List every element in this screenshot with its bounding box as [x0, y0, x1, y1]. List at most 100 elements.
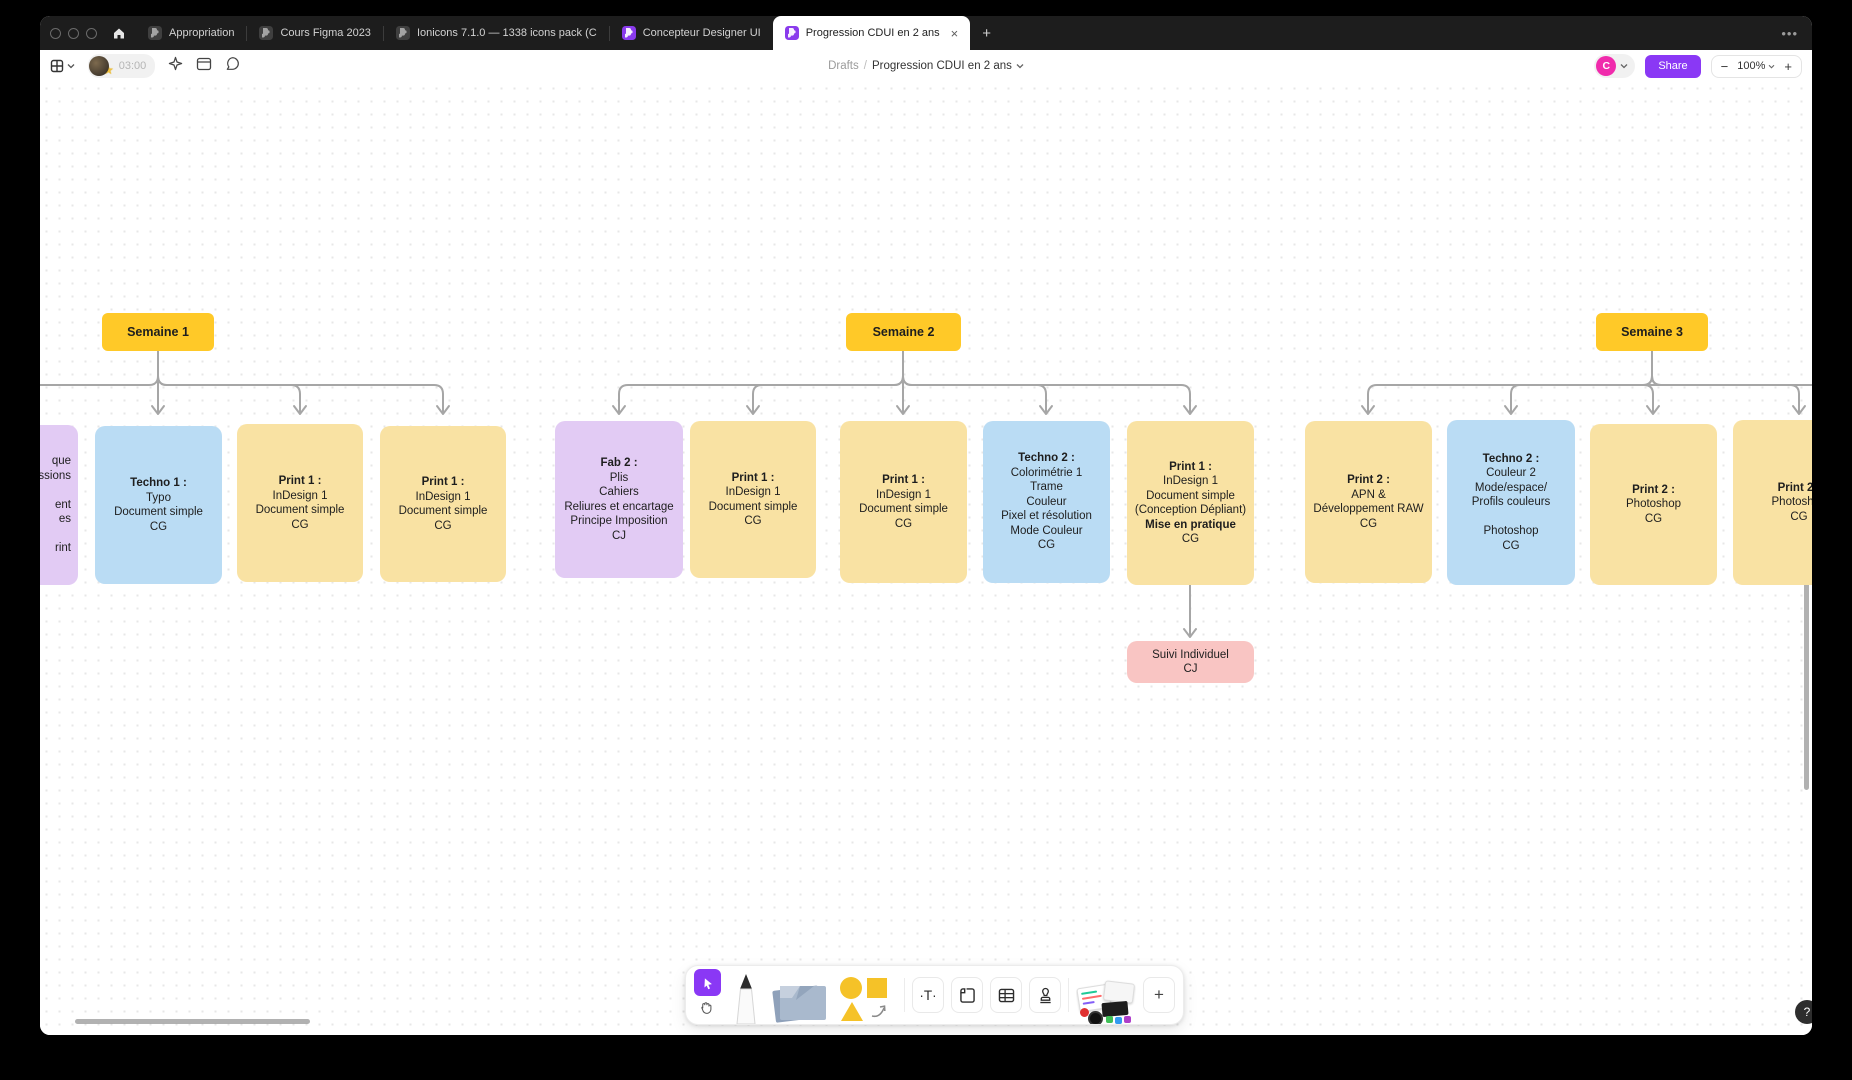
- home-icon[interactable]: [112, 26, 126, 40]
- toolbar-divider: [1068, 978, 1069, 1012]
- week-header[interactable]: Semaine 2: [846, 313, 961, 351]
- card-line: Mode Couleur: [1010, 524, 1083, 537]
- tab-overflow-menu[interactable]: •••: [1781, 25, 1798, 41]
- browser-tab-bar: Appropriation Cours Figma 2023 Ionicons 7.…: [40, 16, 1812, 50]
- card-line: CG: [434, 519, 452, 532]
- sticker-dot: [1106, 1016, 1113, 1023]
- tab-close-button[interactable]: ×: [950, 25, 959, 41]
- timer-widget[interactable]: ★ 03:00: [88, 54, 156, 78]
- chevron-down-icon: [1620, 64, 1628, 69]
- frame-icon[interactable]: [196, 57, 212, 76]
- breadcrumb-folder[interactable]: Drafts: [828, 60, 859, 72]
- card-line: Print 1 :: [421, 476, 465, 488]
- browser-tab[interactable]: Progression CDUI en 2 ans×: [772, 16, 971, 50]
- text-tool[interactable]: ·T·: [912, 977, 944, 1013]
- card-line: ent: [55, 498, 71, 511]
- card-line: Print 2 :: [1777, 481, 1812, 494]
- main-menu-button[interactable]: [50, 59, 75, 73]
- card-line: CG: [1037, 539, 1056, 552]
- card-line: Document simple: [859, 503, 948, 515]
- chevron-down-icon: [67, 64, 75, 69]
- zoom-out-button[interactable]: −: [1720, 58, 1729, 74]
- breadcrumb-file-menu[interactable]: Progression CDUI en 2 ans: [872, 60, 1024, 72]
- help-button[interactable]: ?: [1795, 1000, 1812, 1024]
- select-tool[interactable]: [694, 969, 721, 996]
- card-line: InDesign 1: [876, 488, 931, 501]
- figma-file-icon: [259, 26, 274, 40]
- card-line: InDesign 1: [272, 489, 328, 502]
- section-tool[interactable]: [951, 977, 983, 1013]
- triangle-shape-icon: [841, 1002, 863, 1021]
- card-line: es: [58, 513, 71, 526]
- chevron-down-icon: [1769, 64, 1775, 69]
- vertical-scrollbar[interactable]: [1804, 525, 1809, 790]
- hand-icon: [701, 1002, 712, 1014]
- table-tool[interactable]: [990, 977, 1022, 1013]
- stickers-widgets-tool[interactable]: [1076, 978, 1136, 1024]
- browser-tab[interactable]: Cours Figma 2023: [247, 16, 383, 50]
- card-line: Couleur: [1026, 495, 1067, 508]
- card-line: Document simple: [114, 506, 203, 518]
- avatar: [89, 56, 109, 76]
- shapes-tool[interactable]: [839, 974, 897, 1024]
- horizontal-scrollbar[interactable]: [75, 1019, 310, 1024]
- sparkle-icon[interactable]: [168, 56, 183, 76]
- zoom-in-button[interactable]: +: [1784, 58, 1792, 74]
- circle-shape-icon: [840, 977, 862, 999]
- card-line: Fab 2 :: [600, 457, 638, 469]
- figjam-canvas[interactable]: ?: [40, 82, 1812, 1035]
- timer-value: 03:00: [118, 60, 147, 72]
- tab-divider: [246, 25, 248, 41]
- marker-tool[interactable]: [731, 972, 761, 1024]
- square-shape-icon: [867, 978, 887, 998]
- card-line: APN &: [1351, 488, 1386, 501]
- week-header[interactable]: Semaine 3: [1596, 313, 1708, 351]
- account-menu[interactable]: C: [1594, 54, 1636, 78]
- chevron-down-icon: [1016, 64, 1024, 69]
- hand-tool[interactable]: [699, 1000, 714, 1020]
- card-line: InDesign 1: [1163, 475, 1218, 487]
- comment-icon[interactable]: [225, 56, 240, 76]
- new-tab-button[interactable]: +: [982, 24, 991, 42]
- browser-tab[interactable]: Concepteur Designer UI: [610, 16, 773, 50]
- traffic-light-close[interactable]: [50, 27, 61, 39]
- card-line: CG: [291, 518, 309, 531]
- tab-label: Appropriation: [169, 27, 235, 39]
- card-line: Typo: [146, 491, 171, 504]
- card-line: Print 2 :: [1347, 474, 1390, 486]
- tab-divider: [382, 25, 384, 41]
- more-tools-button[interactable]: +: [1143, 977, 1175, 1013]
- card-line: ssions: [40, 469, 71, 482]
- share-button[interactable]: Share: [1645, 54, 1701, 78]
- browser-tab[interactable]: Ionicons 7.1.0 — 1338 icons pack (C: [384, 16, 609, 50]
- browser-window: Appropriation Cours Figma 2023 Ionicons 7.…: [40, 16, 1812, 1035]
- figma-file-icon: [395, 26, 410, 40]
- card-line: Print 1 :: [882, 474, 925, 486]
- card-line: Colorimétrie 1: [1010, 466, 1083, 479]
- traffic-light-minimize[interactable]: [68, 27, 79, 39]
- card-line: CG: [1790, 510, 1808, 523]
- week-header[interactable]: Semaine 1: [102, 313, 214, 351]
- zoom-level-menu[interactable]: 100%: [1737, 60, 1775, 72]
- traffic-light-zoom[interactable]: [86, 27, 97, 39]
- stamp-tool[interactable]: [1029, 977, 1061, 1013]
- figma-file-icon: [148, 26, 162, 40]
- sticky-note-tool[interactable]: [768, 974, 832, 1024]
- browser-tab[interactable]: Appropriation: [136, 16, 246, 50]
- card-line: Développement RAW: [1313, 503, 1424, 515]
- tab-label: Cours Figma 2023: [280, 27, 371, 39]
